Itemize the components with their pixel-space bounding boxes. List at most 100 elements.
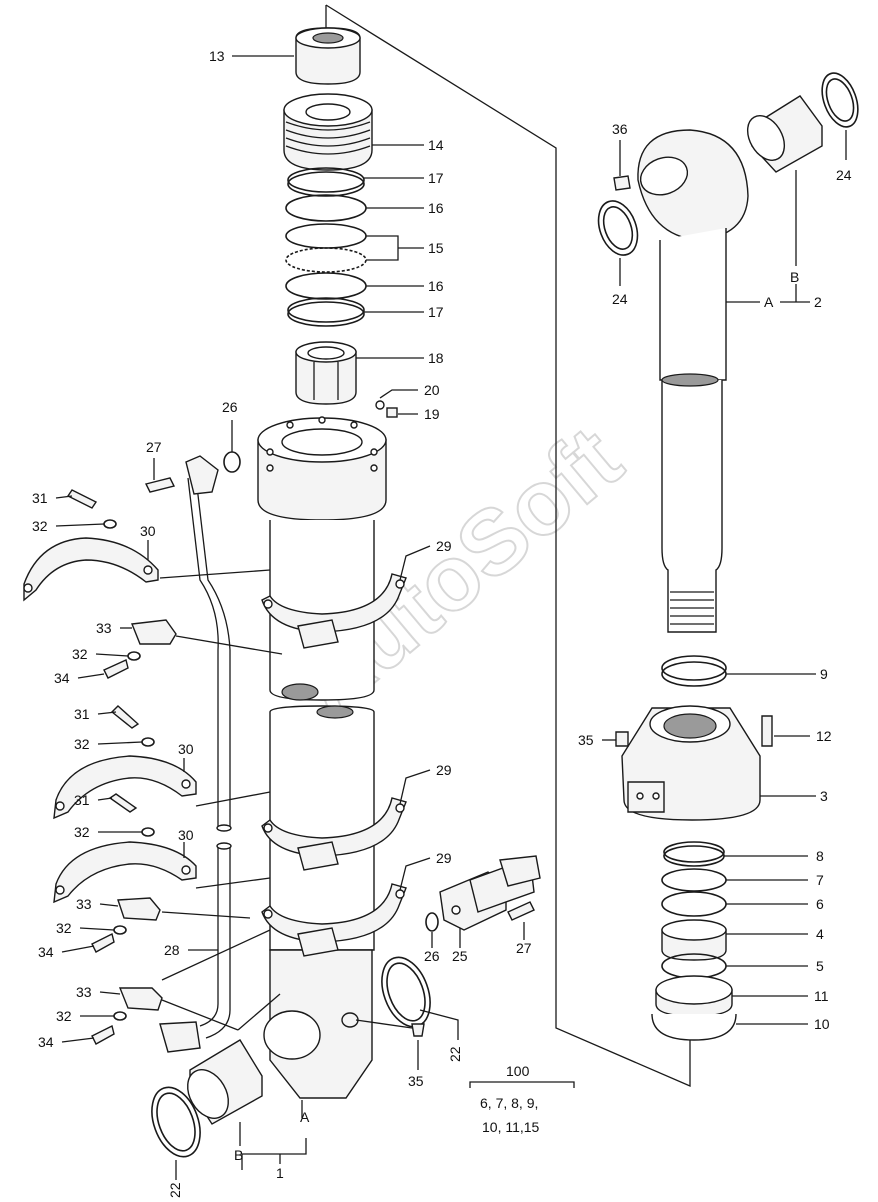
callout-14: 14 xyxy=(428,137,444,153)
bolt-27-lower xyxy=(507,901,535,921)
clamp-29-lower xyxy=(261,883,407,957)
rod-threads xyxy=(670,591,714,625)
callout-12: 12 xyxy=(816,728,832,744)
cushion-ring-13 xyxy=(295,27,361,85)
callout-30c: 30 xyxy=(178,827,194,843)
callout-labels: 13 14 17 16 15 16 17 18 20 19 26 27 31 3… xyxy=(32,48,852,1198)
callout-6: 6 xyxy=(816,896,824,912)
cylinder-tube-lower xyxy=(269,705,375,951)
callout-33b: 33 xyxy=(76,896,92,912)
washer-32-a xyxy=(103,519,117,529)
callout-b-left: B xyxy=(234,1147,243,1163)
bolt-31-mid xyxy=(110,705,140,729)
callout-5: 5 xyxy=(816,958,824,974)
bolt-12 xyxy=(761,715,773,747)
cylinder-tube-upper xyxy=(269,520,375,701)
callout-18: 18 xyxy=(428,350,444,366)
elbow-fitting xyxy=(185,455,219,495)
callout-33a: 33 xyxy=(96,620,112,636)
callout-20: 20 xyxy=(424,382,440,398)
piston-3 xyxy=(621,705,761,821)
callout-27a: 27 xyxy=(146,439,162,455)
tube-break-lower xyxy=(316,705,354,719)
o-ring-26-upper xyxy=(223,451,241,473)
callout-31b: 31 xyxy=(74,706,90,722)
cylinder-bottom-eye xyxy=(263,949,373,1099)
callout-3: 3 xyxy=(820,788,828,804)
clamp-30-middle xyxy=(53,755,197,820)
callout-29b: 29 xyxy=(436,762,452,778)
callout-32c: 32 xyxy=(74,736,90,752)
bushing-b-right xyxy=(746,95,823,173)
grease-nipple-36 xyxy=(613,175,631,191)
washer-32-d xyxy=(141,827,155,837)
callout-19: 19 xyxy=(424,406,440,422)
callout-a-right: A xyxy=(764,294,774,310)
callout-11: 11 xyxy=(814,988,829,1004)
callout-8: 8 xyxy=(816,848,824,864)
callout-b-right: B xyxy=(790,269,799,285)
callout-30a: 30 xyxy=(140,523,156,539)
callout-35a: 35 xyxy=(408,1073,424,1089)
callout-34a: 34 xyxy=(54,670,70,686)
callout-24a: 24 xyxy=(612,291,628,307)
callout-26a: 26 xyxy=(222,399,238,415)
callout-7: 7 xyxy=(816,872,824,888)
assembly-lines xyxy=(159,4,691,1118)
kit-number: 100 xyxy=(506,1063,530,1079)
callout-31a: 31 xyxy=(32,490,48,506)
callout-17b: 17 xyxy=(428,304,444,320)
callout-15: 15 xyxy=(428,240,444,256)
piston-rod-lower xyxy=(661,380,723,633)
rod-break xyxy=(661,373,719,387)
bolt-34-top xyxy=(103,659,129,679)
callout-13: 13 xyxy=(209,48,225,64)
callout-32f: 32 xyxy=(56,1008,72,1024)
clamp-30-upper xyxy=(23,537,159,602)
callout-25: 25 xyxy=(452,948,468,964)
dust-seal-24-right xyxy=(821,72,859,128)
leader-lines xyxy=(55,55,847,1180)
washer-32-b xyxy=(127,651,141,661)
callout-16b: 16 xyxy=(428,278,444,294)
kit-contents-line1: 6, 7, 8, 9, xyxy=(480,1095,538,1111)
set-screw-19 xyxy=(386,407,398,418)
seal-rings-stack xyxy=(285,167,367,327)
callout-16a: 16 xyxy=(428,200,444,216)
callout-35b: 35 xyxy=(578,732,594,748)
tube-break-upper xyxy=(281,683,319,701)
bolt-31-low xyxy=(108,793,138,813)
o-ring-26-lower xyxy=(425,912,439,932)
callout-31c: 31 xyxy=(74,792,90,808)
gland-14 xyxy=(283,93,373,171)
spacer-33-upper xyxy=(131,619,177,645)
grease-nipple-35-right xyxy=(615,731,629,747)
callout-28: 28 xyxy=(164,942,180,958)
cylinder-head-flange xyxy=(257,416,387,521)
callout-1: 1 xyxy=(276,1165,284,1181)
callout-10: 10 xyxy=(814,1016,830,1032)
callout-27b: 27 xyxy=(516,940,532,956)
callout-33c: 33 xyxy=(76,984,92,1000)
grease-nipple-35-lower xyxy=(411,1023,425,1037)
clamp-30-lower xyxy=(53,841,197,904)
callout-22a: 22 xyxy=(447,1046,463,1062)
ball-20 xyxy=(375,400,385,410)
washer-32-f xyxy=(113,1011,127,1021)
spacer-33-middle xyxy=(117,897,161,921)
callout-29a: 29 xyxy=(436,538,452,554)
bushing-b-bottom xyxy=(187,1039,263,1125)
callout-30b: 30 xyxy=(178,741,194,757)
callout-34c: 34 xyxy=(38,1034,54,1050)
callout-34b: 34 xyxy=(38,944,54,960)
ring-9 xyxy=(661,655,727,681)
dust-seal-24-left xyxy=(597,200,639,256)
callout-9: 9 xyxy=(820,666,828,682)
clamp-29-middle xyxy=(261,797,407,871)
callout-a-left: A xyxy=(300,1109,310,1125)
kit-contents-line2: 10, 11,15 xyxy=(482,1119,540,1135)
callout-4: 4 xyxy=(816,926,824,942)
bolt-31-top xyxy=(66,489,98,509)
